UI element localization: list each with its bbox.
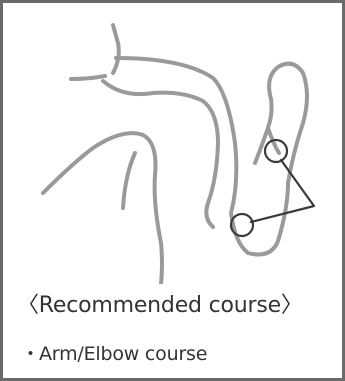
- bullet-icon: ・: [21, 341, 39, 367]
- chest-outline: [71, 76, 105, 79]
- arm-elbow-figure-icon: [3, 3, 345, 284]
- recommended-course-heading: 〈Recommended course〉: [17, 291, 303, 321]
- torso-outline: [43, 133, 162, 284]
- body-inner-outline: [123, 153, 135, 208]
- upper-arm-inner-outline: [103, 81, 218, 227]
- pointer-lines-icon: [251, 160, 314, 222]
- course-label: Arm/Elbow course: [39, 343, 207, 365]
- neck-outline: [113, 25, 119, 73]
- course-list-item: ・Arm/Elbow course: [21, 341, 207, 367]
